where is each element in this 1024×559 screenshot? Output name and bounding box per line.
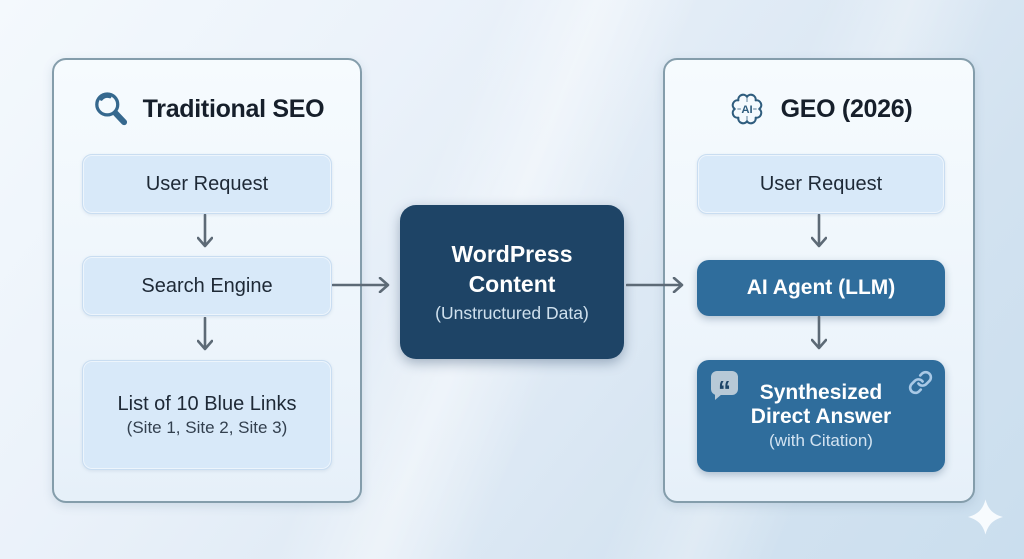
- link-icon: [908, 370, 933, 395]
- node-label: WordPress: [451, 240, 573, 267]
- node-ai-agent: AI Agent (LLM): [697, 260, 945, 316]
- node-user-request-geo: User Request: [697, 154, 945, 214]
- node-synthesized-answer: “ Synthesized Direct Answer (with Citati…: [697, 360, 945, 472]
- geo-title: GEO (2026): [780, 94, 913, 123]
- ai-brain-icon: AI: [731, 93, 762, 125]
- node-wordpress-content: WordPress Content (Unstructured Data): [400, 205, 624, 359]
- node-label: User Request: [759, 172, 883, 195]
- ai-brain-icon-label: AI: [741, 104, 752, 116]
- quote-icon-glyph: “: [718, 375, 731, 405]
- node-label: Synthesized: [759, 381, 883, 404]
- node-label: List of 10 Blue Links: [117, 392, 297, 415]
- node-sublabel: (Site 1, Site 2, Site 3): [126, 417, 288, 437]
- traditional-seo-panel: Traditional SEO User Request Search Engi…: [52, 58, 362, 503]
- node-label: Search Engine: [141, 274, 273, 297]
- node-user-request-seo: User Request: [82, 154, 332, 214]
- quote-icon: “: [711, 371, 738, 405]
- node-label: Content: [468, 270, 556, 297]
- node-label: User Request: [145, 172, 269, 195]
- node-search-engine: Search Engine: [82, 256, 332, 316]
- node-sublabel: (with Citation): [769, 431, 873, 450]
- geo-panel: AI GEO (2026) User Request AI Agent (LLM…: [663, 58, 975, 503]
- node-blue-links: List of 10 Blue Links (Site 1, Site 2, S…: [82, 360, 332, 470]
- traditional-seo-header: Traditional SEO: [54, 86, 360, 132]
- traditional-seo-title: Traditional SEO: [142, 94, 325, 123]
- magnifier-icon: [94, 92, 127, 126]
- node-sublabel: (Unstructured Data): [435, 303, 589, 324]
- geo-header: AI GEO (2026): [665, 86, 973, 132]
- node-label: Direct Answer: [750, 405, 892, 428]
- sparkle-icon: [968, 499, 1003, 535]
- node-label: AI Agent (LLM): [746, 276, 896, 299]
